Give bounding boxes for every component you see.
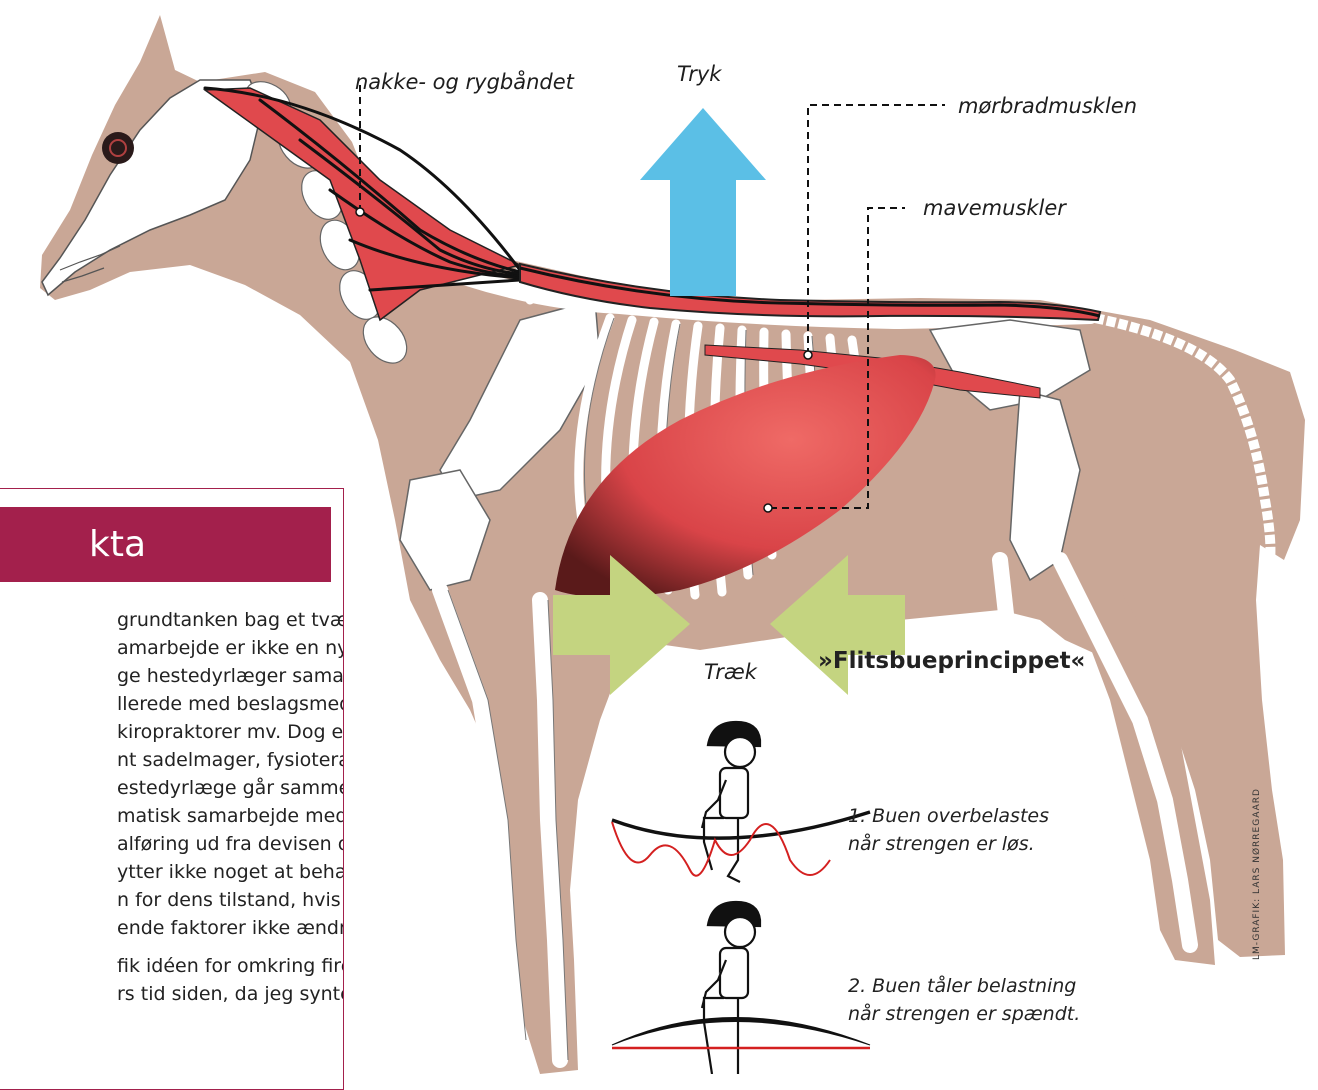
graphic-credit: LM-GRAFIK: LARS NØRREGAARD: [1252, 788, 1262, 960]
label-abdominal: mavemuskler: [923, 196, 1066, 220]
fact-box-line: ende faktorer ikke ændres«.: [117, 917, 344, 947]
principle-title: »Flitsbueprincippet«: [818, 648, 1085, 674]
eye: [102, 132, 134, 164]
fact-box-line: ytter ikke noget at behandle: [117, 861, 344, 891]
fact-box-line: llerede med beslagsmed og: [117, 693, 344, 723]
principle-caption-1-line-2: når strengen er løs.: [848, 830, 1049, 858]
fact-box-line: amarbejde er ikke en nyhed.: [117, 637, 344, 667]
fact-box-header: kta: [0, 507, 331, 582]
rider-figure-1: [702, 722, 760, 882]
principle-caption-2-line-1: 2. Buen tåler belastning: [848, 972, 1080, 1000]
fact-box-line: alføring ud fra devisen om,« at: [117, 833, 344, 863]
fact-box-line: nt sadelmager, fysioterapeut: [117, 749, 344, 779]
principle-caption-1: 1. Buen overbelastes når strengen er løs…: [848, 802, 1049, 858]
fact-box: kta grundtanken bag et tværfag- amarbejd…: [0, 488, 344, 1090]
fact-box-line: n for dens tilstand, hvis de: [117, 889, 344, 919]
fact-box-line: kiropraktorer mv. Dog er det: [117, 721, 344, 751]
label-psoas: mørbradmusklen: [958, 94, 1137, 118]
label-nuchal-ligament: nakke- og rygbåndet: [355, 70, 574, 94]
fact-box-line: grundtanken bag et tværfag-: [117, 609, 344, 639]
fact-box-line: fik idéen for omkring fire må-: [117, 955, 344, 985]
push-arrow: [640, 108, 766, 296]
fact-box-line: matisk samarbejde med fælles: [117, 805, 344, 835]
fact-box-line: ge hestedyrlæger samarbej-: [117, 665, 344, 695]
fact-box-heading: kta: [89, 507, 146, 582]
fact-box-line: rs tid siden, da jeg syntes, der: [117, 983, 344, 1013]
principle-caption-1-line-1: 1. Buen overbelastes: [848, 802, 1049, 830]
principle-caption-2-line-2: når strengen er spændt.: [848, 1000, 1080, 1028]
bow-2: [612, 1018, 870, 1046]
principle-caption-2: 2. Buen tåler belastning når strengen er…: [848, 972, 1080, 1028]
fact-box-line: estedyrlæge går sammen i et: [117, 777, 344, 807]
label-push: Tryk: [677, 62, 721, 86]
label-pull: Træk: [704, 660, 757, 684]
